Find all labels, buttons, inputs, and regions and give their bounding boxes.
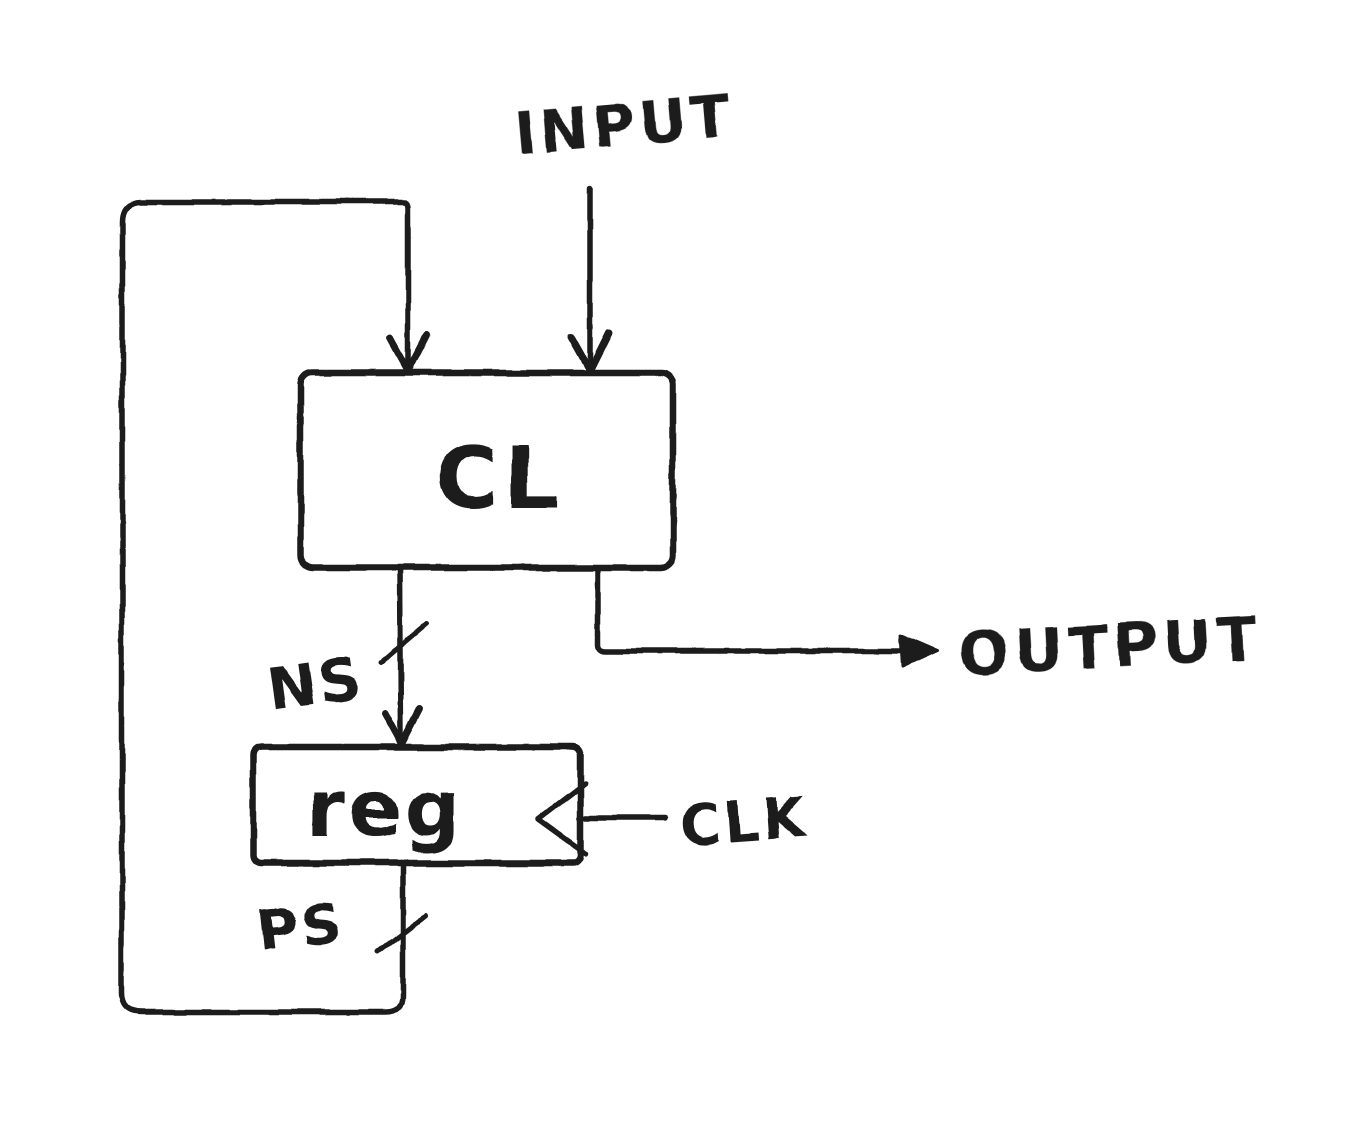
cl-label: CL <box>435 429 565 529</box>
ns-wire <box>397 565 404 741</box>
ps-bus-width-slash <box>375 913 428 955</box>
output-label: OUTPUT <box>956 604 1264 690</box>
clock-edge-triangle-icon <box>535 780 588 856</box>
ns-label: NS <box>264 644 367 724</box>
ps-label: PS <box>254 891 346 965</box>
feedback-wire <box>119 199 411 1015</box>
input-label: INPUT <box>512 82 736 169</box>
output-arrowhead-icon <box>899 633 940 669</box>
ns-bus-width-slash <box>378 620 431 666</box>
output-wire <box>595 565 909 654</box>
reg-block <box>249 743 584 867</box>
clk-label: CLK <box>677 786 810 860</box>
reg-label: reg <box>307 765 463 855</box>
cl-block <box>296 369 677 572</box>
